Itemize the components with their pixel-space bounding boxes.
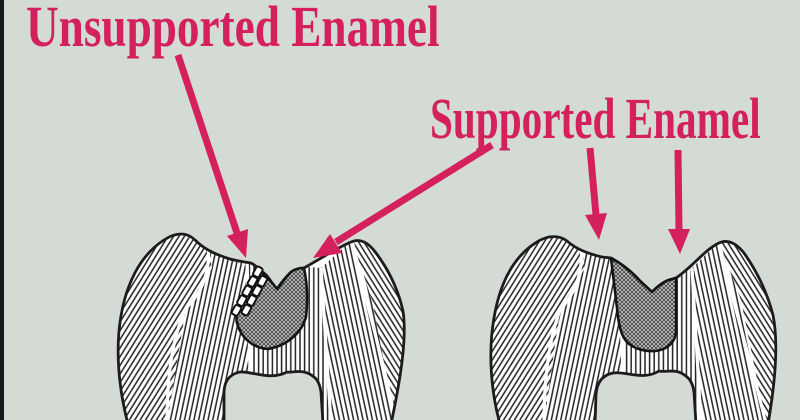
cavity-preparation-box <box>609 256 678 353</box>
tooth-outline <box>489 235 778 420</box>
tooth-supported-figure <box>489 235 778 420</box>
arrow-supported-enamel-right-tooth-left <box>585 147 607 240</box>
arrowhead <box>313 234 342 258</box>
arrowhead <box>227 229 248 258</box>
left-edge-bar <box>0 0 4 420</box>
arrowhead <box>668 229 690 254</box>
tooth-unsupported-figure <box>116 232 406 420</box>
arrowhead <box>585 213 607 240</box>
label-unsupported-enamel: Unsupported Enamel <box>26 0 440 59</box>
unsupported-enamel-fractured-strip <box>230 265 269 317</box>
arrow-supported-enamel-right-tooth-right <box>668 149 690 254</box>
label-supported-enamel: Supported Enamel <box>430 86 761 151</box>
arrow-unsupported-enamel <box>174 53 248 258</box>
arrow-supported-enamel-left-tooth <box>313 142 494 258</box>
